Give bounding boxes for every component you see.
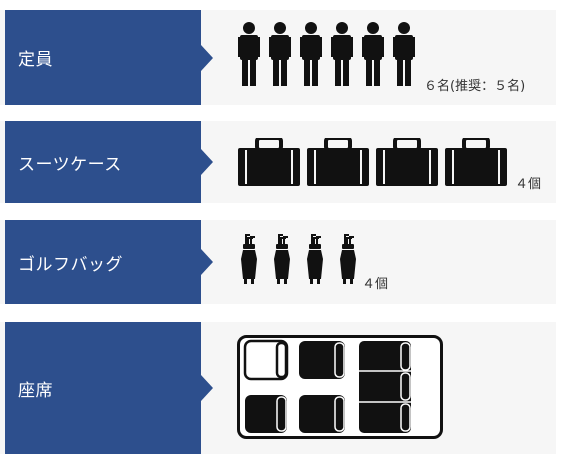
suitcase-row: スーツケース ４個 xyxy=(0,121,556,203)
golf-label-text: ゴルフバッグ xyxy=(18,254,123,275)
suitcase-note: ４個 xyxy=(515,177,542,192)
suitcase-icons xyxy=(238,138,508,186)
golf-label: ゴルフバッグ xyxy=(5,220,213,304)
suitcase-icon xyxy=(307,138,369,186)
person-icon xyxy=(238,22,260,86)
capacity-note: ６名(推奨：５名) xyxy=(424,79,526,94)
suitcase-icon xyxy=(445,138,507,186)
person-icon xyxy=(269,22,291,86)
suitcase-icon xyxy=(238,138,300,186)
seats-label: 座席 xyxy=(5,322,213,454)
seats-label-text: 座席 xyxy=(18,380,53,401)
suitcase-label-text: スーツケース xyxy=(18,154,122,175)
person-icon xyxy=(362,22,384,86)
person-icon xyxy=(331,22,353,86)
suitcase-icon xyxy=(376,138,438,186)
golf-bag-icon xyxy=(340,234,356,284)
suitcase-label: スーツケース xyxy=(5,121,213,203)
golf-bag-icon xyxy=(274,234,290,284)
golf-icons xyxy=(240,233,360,285)
person-icon xyxy=(300,22,322,86)
golf-note: ４個 xyxy=(362,277,389,292)
seat-layout-icon xyxy=(237,335,443,439)
golf-row: ゴルフバッグ ４個 xyxy=(0,220,556,304)
capacity-row: 定員 xyxy=(0,10,556,105)
seats-row: 座席 xyxy=(0,322,556,454)
golf-bag-icon xyxy=(241,234,257,284)
capacity-label-text: 定員 xyxy=(18,50,53,70)
golf-bag-icon xyxy=(307,234,323,284)
capacity-label: 定員 xyxy=(5,10,213,105)
capacity-icons xyxy=(238,22,418,86)
person-icon xyxy=(393,22,415,86)
